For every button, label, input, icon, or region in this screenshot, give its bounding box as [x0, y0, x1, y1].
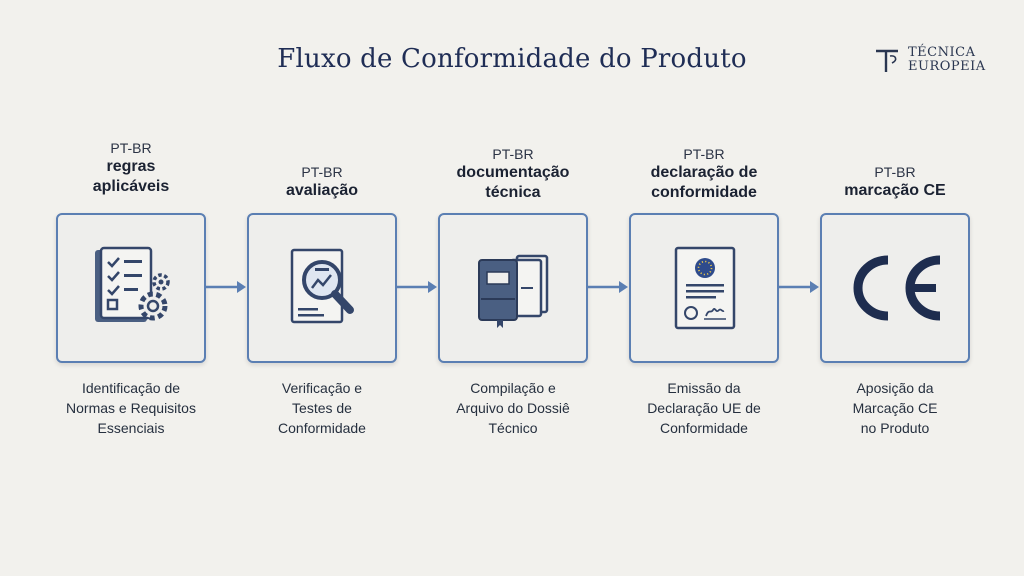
step-desc-line-1: Identificação de	[81, 380, 181, 396]
page-title: Fluxo de Conformidade do Produto	[277, 44, 747, 74]
step-icon-box	[438, 213, 588, 363]
step-name-line-1: documentação	[456, 164, 570, 181]
step-name-line-2: conformidade	[651, 184, 757, 201]
step-desc-line-1: Aposição da	[856, 380, 934, 396]
step-desc-line-3: Essenciais	[97, 420, 165, 436]
step-desc-line-3: no Produto	[860, 420, 930, 436]
logo-line-2: EUROPEIA	[908, 59, 986, 74]
step-desc-line-1: Verificação e	[281, 380, 363, 396]
step-desc-line-2: Arquivo do Dossiê	[456, 400, 570, 416]
step-name-line-2: aplicáveis	[92, 178, 170, 195]
step-code: PT-BR	[110, 140, 152, 156]
step-icon-box	[56, 213, 206, 363]
step-desc-line-2: Declaração UE de	[647, 400, 761, 416]
step-code: PT-BR	[301, 164, 343, 180]
step-code: PT-BR	[492, 146, 534, 162]
flow-arrow-2	[396, 281, 437, 293]
step-desc-line-1: Compilação e	[470, 380, 556, 396]
step-code: PT-BR	[874, 164, 916, 180]
step-name-line-2: técnica	[485, 184, 541, 201]
step-desc-line-3: Técnico	[488, 420, 538, 436]
step-desc-line-3: Conformidade	[278, 420, 366, 436]
rules-document-gears-icon	[95, 246, 170, 322]
logo-mark-icon	[876, 49, 898, 72]
step-icon-box	[820, 213, 970, 363]
step-icon-box	[247, 213, 397, 363]
step-desc-line-2: Normas e Requisitos	[66, 400, 196, 416]
flow-arrow-4	[778, 281, 819, 293]
eu-declaration-certificate-icon	[674, 246, 736, 330]
flow-arrow-3	[587, 281, 628, 293]
ce-mark-icon	[853, 255, 941, 321]
magnifier-document-icon	[290, 248, 354, 324]
step-desc-line-2: Marcação CE	[852, 400, 938, 416]
step-name-line-1: declaração de	[650, 164, 758, 181]
step-name-line-1: regras	[106, 158, 156, 175]
step-icon-box	[629, 213, 779, 363]
step-desc-line-3: Conformidade	[660, 420, 748, 436]
step-name-line-1: marcação CE	[844, 182, 946, 199]
step-code: PT-BR	[683, 146, 725, 162]
step-desc-line-1: Emissão da	[667, 380, 741, 396]
flow-arrow-1	[205, 281, 246, 293]
step-name-line-1: avaliação	[285, 182, 359, 199]
technical-dossier-icon	[478, 254, 549, 328]
brand-logo: TÉCNICA EUROPEIA	[874, 44, 1004, 78]
step-desc-line-2: Testes de	[292, 400, 352, 416]
logo-line-1: TÉCNICA	[908, 45, 976, 60]
